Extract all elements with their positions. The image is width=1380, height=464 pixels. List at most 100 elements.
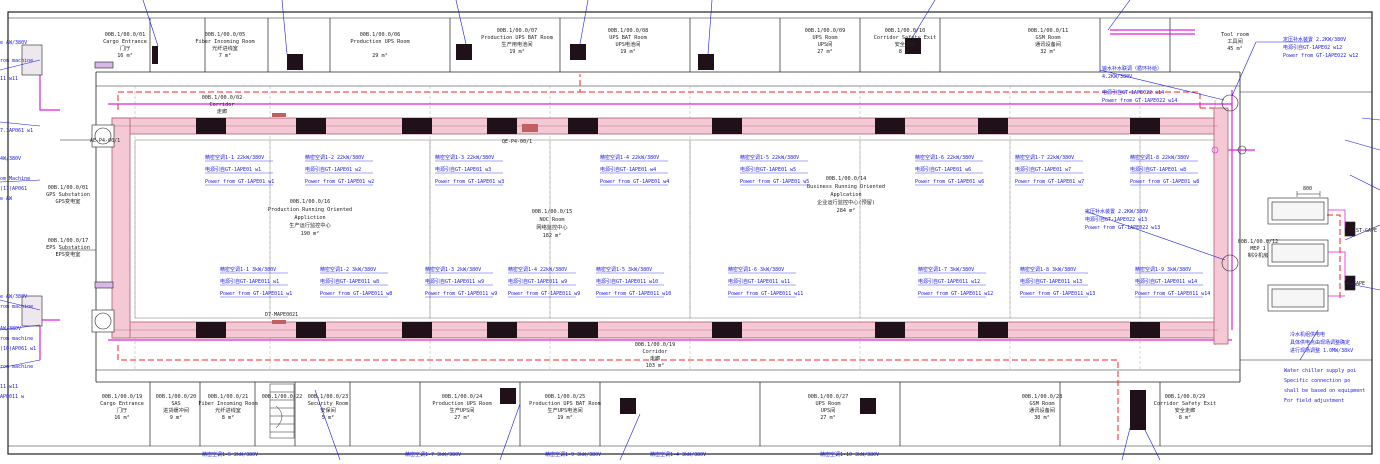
svg-text:4.2KW/380V: 4.2KW/380V xyxy=(1102,74,1132,80)
svg-text:182 m²: 182 m² xyxy=(543,233,562,239)
ac-unit xyxy=(978,118,1008,134)
room-label: 00B.1/00.0/01 GPS Substation GPS变电室 xyxy=(46,185,90,205)
svg-text:e AW: e AW xyxy=(0,196,13,202)
room-label: 00B.1/00.0/27 UPS Room UPS间 27 m² xyxy=(808,394,849,421)
svg-text:Power from GT-1APE022 w12: Power from GT-1APE022 w12 xyxy=(1283,53,1358,59)
ac-unit xyxy=(487,118,517,134)
svg-text:定压补水装置 2.2KW/380V: 定压补水装置 2.2KW/380V xyxy=(1283,36,1346,43)
ac-note-pw: Power from GT-1APE01 w8 xyxy=(1130,179,1199,185)
ups-cabinets xyxy=(152,38,1146,430)
ac-unit xyxy=(402,118,432,134)
svg-text:32 m²: 32 m² xyxy=(1040,49,1056,55)
stairs xyxy=(269,383,295,439)
svg-text:制冷机房: 制冷机房 xyxy=(1248,251,1269,259)
svg-text:Production UPS BAT Room: Production UPS BAT Room xyxy=(481,35,553,41)
svg-text:27 m²: 27 m² xyxy=(820,415,836,421)
svg-text:00B.1/00.0/01: 00B.1/00.0/01 xyxy=(48,185,89,191)
room-label: 00B.1/00.0/28 GSM Room 通讯设备间 30 m² xyxy=(1022,394,1063,421)
room-label: 00B.1/00.0/01 Cargo Entrance 门厅 16 m² xyxy=(103,32,147,59)
ac-unit xyxy=(1130,322,1160,338)
svg-text:EPS Substation: EPS Substation xyxy=(46,245,90,251)
room-label: 00B.1/00.0/22 xyxy=(262,394,303,400)
room-label: 00B.1/00.0/05 Fiber Incoming Room 光纤进线室 … xyxy=(195,32,254,59)
ac-note-pw: Power from GT-1APE01 w5 xyxy=(740,179,809,185)
note-top-right: 定压补水装置 2.2KW/380V 电源引自GT-1APE02 w12 Powe… xyxy=(1283,36,1358,59)
svg-text:电源引自GT-1APE022 w14: 电源引自GT-1APE022 w14 xyxy=(1102,89,1164,96)
mep-equipment xyxy=(1211,94,1356,312)
svg-text:27 m²: 27 m² xyxy=(817,49,833,55)
svg-text:27 m²: 27 m² xyxy=(454,415,470,421)
ac-note-name: 精密空调1-9 3kW/380V xyxy=(1135,266,1191,273)
tag-ae-mid: QE-P4-00/1 xyxy=(502,139,532,145)
svg-text:rom machine: rom machine xyxy=(0,336,33,342)
note-water-chiller: Water chiller supply poi Specific connec… xyxy=(1284,368,1365,404)
svg-text:7.1AP061 w1: 7.1AP061 w1 xyxy=(0,128,33,134)
ac-note-cn: 电源引自GT-1APE01 w4 xyxy=(600,166,656,173)
ac-note-pw: Power from GT-1APE011 w9 xyxy=(425,291,497,297)
svg-text:Corridor Safety Exit: Corridor Safety Exit xyxy=(874,35,936,41)
room-label: 00B.1/00.0/07 Production UPS BAT Room 生产… xyxy=(481,28,553,55)
bottom-room-labels: 00B.1/00.0/19 Cargo Entrance 门厅 16 m² 00… xyxy=(100,394,1216,421)
svg-text:Tool room: Tool room xyxy=(1221,32,1249,38)
svg-text:Production UPS BAT Room: Production UPS BAT Room xyxy=(529,401,601,407)
svg-text:190 m²: 190 m² xyxy=(301,231,320,237)
svg-text:00B.1/00.0/19: 00B.1/00.0/19 xyxy=(635,342,676,348)
svg-text:4W/380V: 4W/380V xyxy=(0,156,21,162)
svg-text:Cargo Entrance: Cargo Entrance xyxy=(103,39,147,45)
svg-text:00B.1/00.0/29: 00B.1/00.0/29 xyxy=(1165,394,1206,400)
svg-text:7 m²: 7 m² xyxy=(219,53,232,59)
ac-note-pw: Power from GT-1APE011 w8 xyxy=(320,291,392,297)
hall-label: 00B.1/00.0/16 Production Running Oriente… xyxy=(268,199,352,237)
svg-text:(10)AP061 w1: (10)AP061 w1 xyxy=(0,346,36,352)
svg-text:UPS电池间: UPS电池间 xyxy=(616,40,641,48)
svg-text:00B.1/00.0/19: 00B.1/00.0/19 xyxy=(102,394,143,400)
svg-text:进货缓冲间: 进货缓冲间 xyxy=(163,406,189,414)
svg-text:AP0011 w: AP0011 w xyxy=(0,394,25,400)
ac-note-cn: 电源引自GT-1APE01 w5 xyxy=(740,166,796,173)
ac-note-cn: 电源引自GT-1APE011 w14 xyxy=(1135,278,1197,285)
tag-gen-2: ST-GAPE xyxy=(1344,281,1365,287)
svg-text:e AW/380V: e AW/380V xyxy=(0,294,27,300)
svg-text:00B.1/00.0/27: 00B.1/00.0/27 xyxy=(808,394,849,400)
svg-text:00B.1/00.0/05: 00B.1/00.0/05 xyxy=(205,32,246,38)
ac-note-pw: Power from GT-1APE011 w1 xyxy=(220,291,292,297)
room-label: 00B.1/00.0/25 Production UPS BAT Room 生产… xyxy=(529,394,601,421)
svg-text:8 m²: 8 m² xyxy=(222,415,235,421)
svg-text:Corridor: Corridor xyxy=(210,102,235,108)
ac-note-pw: Power from GT-1APE01 w2 xyxy=(305,179,374,185)
svg-text:Appliction: Appliction xyxy=(294,215,325,221)
note-pump: 输水补水联调（循环补给） 4.2KW/380V 电源引自GT-1APE022 w… xyxy=(1102,65,1177,104)
ac-unit xyxy=(196,118,226,134)
room-label: 00B.1/00.0/24 Production UPS Room 生产UPS间… xyxy=(432,394,491,421)
svg-text:GSM Room: GSM Room xyxy=(1036,35,1061,41)
svg-text:Fiber Incoming Room: Fiber Incoming Room xyxy=(198,401,257,407)
svg-text:Water chiller supply poi: Water chiller supply poi xyxy=(1284,368,1356,374)
svg-text:UPS BAT Room: UPS BAT Room xyxy=(609,35,646,41)
ac-note-cn: 电源引自GT-1APE011 w1 xyxy=(220,278,279,285)
ac-unit xyxy=(978,322,1008,338)
ac-unit xyxy=(402,322,432,338)
svg-text:rom machine: rom machine xyxy=(0,58,33,64)
ac-note-name: 精密空调1-2 3kW/380V xyxy=(320,266,376,273)
svg-text:电源引自GT-1APE02 w12: 电源引自GT-1APE02 w12 xyxy=(1283,44,1342,51)
ac-note-cn: 电源引自GT-1APE011 w11 xyxy=(728,278,790,285)
ac-note-cn: 电源引自GT-1APE011 w12 xyxy=(918,278,980,285)
ac-note-pw: Power from GT-1APE011 w13 xyxy=(1020,291,1095,297)
hall-label: 00B.1/00.0/15 NOC Room 网络监控中心 182 m² xyxy=(532,209,573,239)
svg-text:For field adjustment: For field adjustment xyxy=(1284,398,1344,404)
svg-text:GPS Substation: GPS Substation xyxy=(46,192,90,198)
svg-text:00B.1/00.0/07: 00B.1/00.0/07 xyxy=(497,28,538,34)
ac-note-cn: 电源引自GT-1APE01 w3 xyxy=(435,166,491,173)
svg-text:通讯设备间: 通讯设备间 xyxy=(1035,40,1061,48)
svg-text:光纤进线室: 光纤进线室 xyxy=(215,406,241,414)
ac-note-cn: 电源引自GT-1APE01 w7 xyxy=(1015,166,1071,173)
svg-text:e AW/380V: e AW/380V xyxy=(0,40,27,46)
svg-text:NOC Room: NOC Room xyxy=(540,217,565,223)
ac-note-pw: Power from GT-1APE011 w12 xyxy=(918,291,993,297)
